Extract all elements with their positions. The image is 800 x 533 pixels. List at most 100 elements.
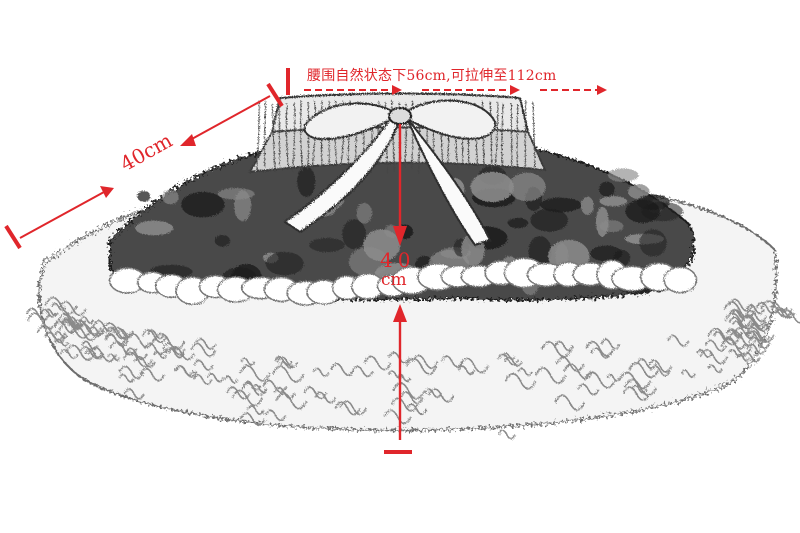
ruffle-stroke [223, 375, 239, 384]
ruffle-stroke [25, 307, 51, 321]
width-line-upper [189, 95, 271, 141]
ruffle-stroke [554, 340, 574, 352]
ruffle-stroke [399, 391, 424, 405]
arrow-icon [393, 304, 407, 322]
ruffle-texture [25, 296, 800, 440]
gather-stroke [501, 103, 504, 172]
ruffle-stroke [392, 382, 425, 400]
ruffle-stroke [65, 344, 96, 361]
ruffle-stroke [58, 300, 87, 317]
ruffle-stroke [590, 347, 612, 359]
print-blot [540, 197, 582, 213]
width-tick-left [4, 224, 22, 250]
ruffle-stroke [206, 372, 225, 383]
ruffle-stroke [728, 316, 751, 329]
ruffle-stroke [92, 319, 116, 333]
ruffle-stroke [600, 338, 621, 350]
print-blot [265, 251, 304, 276]
print-blot [530, 208, 569, 232]
ruffle-stroke [274, 356, 293, 367]
ruffle-stroke [330, 362, 355, 376]
print-blot [470, 171, 514, 203]
ruffle-stroke [26, 312, 58, 330]
ruffle-stroke [167, 345, 195, 361]
ruffle-stroke [351, 365, 374, 378]
ruffle-stroke [622, 386, 651, 401]
ruffle-stroke [147, 329, 165, 340]
ruffle-stroke [190, 342, 217, 357]
ruffle-stroke [124, 347, 148, 361]
bow-icon [283, 99, 497, 247]
ruffle-stroke [504, 372, 537, 390]
ruffle-stroke [503, 356, 523, 367]
ruffle-stroke [118, 373, 135, 383]
ruffle-stroke [143, 342, 167, 355]
print-blot [342, 219, 366, 250]
ruffle-stroke [745, 330, 767, 342]
length-size-unit: cm [381, 270, 407, 290]
ruffle-stroke [68, 316, 83, 325]
ruffle-stroke [746, 343, 767, 355]
ruffle-stroke [61, 318, 80, 330]
ruffle-stroke [649, 365, 671, 377]
ruffle-stroke [647, 359, 673, 373]
print-blot [628, 184, 650, 200]
ruffle-stroke [760, 300, 793, 318]
ruffle-stroke [59, 348, 79, 360]
ruffle-stroke [723, 301, 757, 319]
print-blot [309, 237, 345, 253]
ruffle-stroke [577, 383, 600, 396]
ruffle-stroke [101, 322, 134, 340]
print-blot [356, 202, 373, 224]
ruffle-stroke [704, 339, 727, 352]
print-blot [596, 206, 609, 237]
ruffle-stroke [555, 356, 585, 372]
ruffle-stroke [554, 394, 586, 411]
ruffle-stroke [724, 312, 757, 330]
ruffle-stroke [271, 365, 305, 383]
ruffle-stroke [303, 386, 328, 400]
ruffle-stroke [497, 429, 516, 440]
ruffle-stroke [275, 392, 308, 410]
gather-stroke [516, 103, 519, 172]
gather-stroke [271, 103, 276, 173]
ruffle-stroke [748, 336, 771, 349]
ruffle-stroke [383, 409, 412, 425]
ruffle-stroke [53, 320, 78, 334]
arrow-icon [393, 226, 407, 246]
ruffle-stroke [606, 373, 621, 382]
ruffle-stroke [118, 365, 145, 380]
ruffle-stroke [152, 332, 186, 350]
ruffle-stroke [424, 388, 443, 399]
gather-stroke [524, 100, 527, 170]
gather-stroke [300, 100, 303, 172]
arrow-icon [597, 85, 607, 95]
ruffle-stroke [363, 355, 392, 371]
waist-size-label: 腰围自然状态下56cm,可拉伸至112cm [307, 68, 557, 84]
gather-stroke [494, 101, 499, 167]
arrow-icon [100, 186, 114, 198]
ruffle-stroke [81, 340, 99, 351]
ruffle-stroke [44, 296, 78, 315]
ruffle-stroke [667, 334, 690, 347]
ruffle-stroke [225, 386, 251, 400]
ruffle-stroke [728, 348, 743, 357]
print-blot [599, 181, 615, 197]
hem-ruffle [663, 266, 698, 294]
ruffle-stroke [742, 352, 761, 363]
ruffle-stroke [583, 371, 617, 389]
ruffle-stroke [390, 397, 419, 412]
ruffle-stroke [104, 326, 128, 340]
print-blot [508, 172, 546, 202]
width-line-lower [19, 191, 105, 239]
ruffle-stroke [240, 357, 256, 366]
gather-stroke [264, 100, 267, 167]
print-blot [639, 229, 667, 257]
gather-stroke [285, 103, 289, 169]
ruffle-stroke [334, 401, 361, 416]
ruffle-stroke [139, 367, 166, 382]
ruffle-stroke [776, 307, 796, 319]
print-blot [297, 166, 316, 197]
